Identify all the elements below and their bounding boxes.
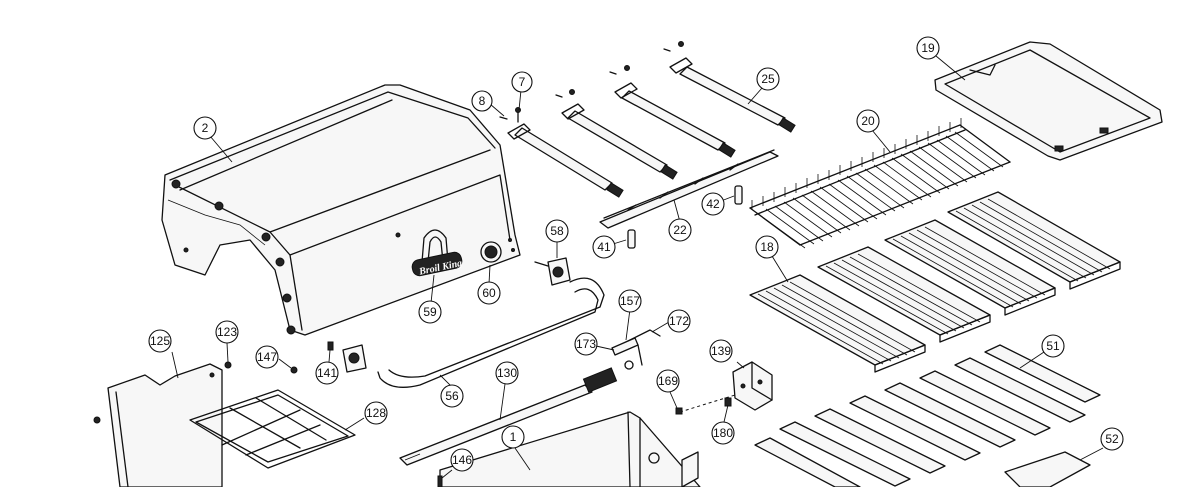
burner-tubes <box>499 41 796 198</box>
svg-text:130: 130 <box>497 366 517 380</box>
callout-1: 1 <box>501 425 525 449</box>
leader-lines <box>171 55 1104 479</box>
callout-169: 169 <box>656 369 680 393</box>
igniter-assembly <box>611 329 661 370</box>
svg-text:8: 8 <box>479 94 486 108</box>
svg-text:7: 7 <box>519 75 526 89</box>
callout-52: 52 <box>1100 427 1124 451</box>
callout-123: 123 <box>215 320 239 344</box>
brand-logo-plate <box>411 251 463 277</box>
callout-172: 172 <box>667 309 691 333</box>
svg-text:22: 22 <box>673 223 687 237</box>
callout-180: 180 <box>711 421 735 445</box>
heat-shield-part <box>1004 451 1091 487</box>
callout-18: 18 <box>755 235 779 259</box>
svg-text:20: 20 <box>861 114 875 128</box>
callout-139: 139 <box>709 339 733 363</box>
callout-56: 56 <box>440 384 464 408</box>
svg-text:147: 147 <box>257 350 277 364</box>
flavorizer-bars-part <box>754 344 1101 487</box>
callout-42: 42 <box>701 192 725 216</box>
svg-text:18: 18 <box>760 240 774 254</box>
svg-text:51: 51 <box>1046 339 1060 353</box>
lid-part: Broil King <box>161 84 521 336</box>
svg-text:146: 146 <box>452 453 472 467</box>
callout-2: 2 <box>193 116 217 140</box>
callout-130: 130 <box>495 361 519 385</box>
callout-58: 58 <box>545 219 569 243</box>
screw-146 <box>437 475 443 487</box>
callout-7: 7 <box>511 71 533 93</box>
callout-8: 8 <box>471 90 493 112</box>
svg-text:42: 42 <box>706 197 720 211</box>
svg-text:2: 2 <box>202 121 209 135</box>
warming-rack-part <box>934 41 1163 161</box>
side-shelf-frame-part <box>93 363 223 487</box>
callout-147: 147 <box>255 345 279 369</box>
callout-125: 125 <box>148 329 172 353</box>
crossover-channel-part <box>599 149 779 249</box>
side-bracket-part <box>732 361 773 411</box>
callout-51: 51 <box>1041 334 1065 358</box>
callout-60: 60 <box>477 281 501 305</box>
callout-19: 19 <box>916 36 940 60</box>
svg-text:25: 25 <box>761 72 775 86</box>
manifold-tube-part <box>377 277 605 388</box>
svg-text:173: 173 <box>576 337 596 351</box>
svg-text:59: 59 <box>423 305 437 319</box>
svg-text:157: 157 <box>620 294 640 308</box>
svg-text:52: 52 <box>1105 432 1119 446</box>
callout-146: 146 <box>450 448 474 472</box>
callout-141: 141 <box>315 361 339 385</box>
cook-box-part <box>439 411 701 487</box>
callout-20: 20 <box>856 109 880 133</box>
svg-text:58: 58 <box>550 224 564 238</box>
callout-173: 173 <box>574 332 598 356</box>
callout-157: 157 <box>618 289 642 313</box>
svg-text:180: 180 <box>713 426 733 440</box>
callout-59: 59 <box>418 300 442 324</box>
rear-burner-part <box>399 367 618 466</box>
svg-text:169: 169 <box>658 374 678 388</box>
svg-text:139: 139 <box>711 344 731 358</box>
callout-128: 128 <box>364 401 388 425</box>
svg-text:60: 60 <box>482 286 496 300</box>
svg-text:141: 141 <box>317 366 337 380</box>
callout-41: 41 <box>592 235 616 259</box>
svg-text:1: 1 <box>510 430 517 444</box>
side-burner-grate-part <box>189 361 356 469</box>
svg-text:41: 41 <box>597 240 611 254</box>
wire-rack-part <box>749 118 1011 249</box>
callout-25: 25 <box>756 67 780 91</box>
callout-22: 22 <box>668 218 692 242</box>
svg-text:123: 123 <box>217 325 237 339</box>
cooking-grids-part <box>749 191 1121 373</box>
svg-text:56: 56 <box>445 389 459 403</box>
valve-knobs <box>290 257 571 374</box>
svg-text:128: 128 <box>366 406 386 420</box>
svg-text:172: 172 <box>669 314 689 328</box>
svg-text:125: 125 <box>150 334 170 348</box>
svg-text:19: 19 <box>921 41 935 55</box>
